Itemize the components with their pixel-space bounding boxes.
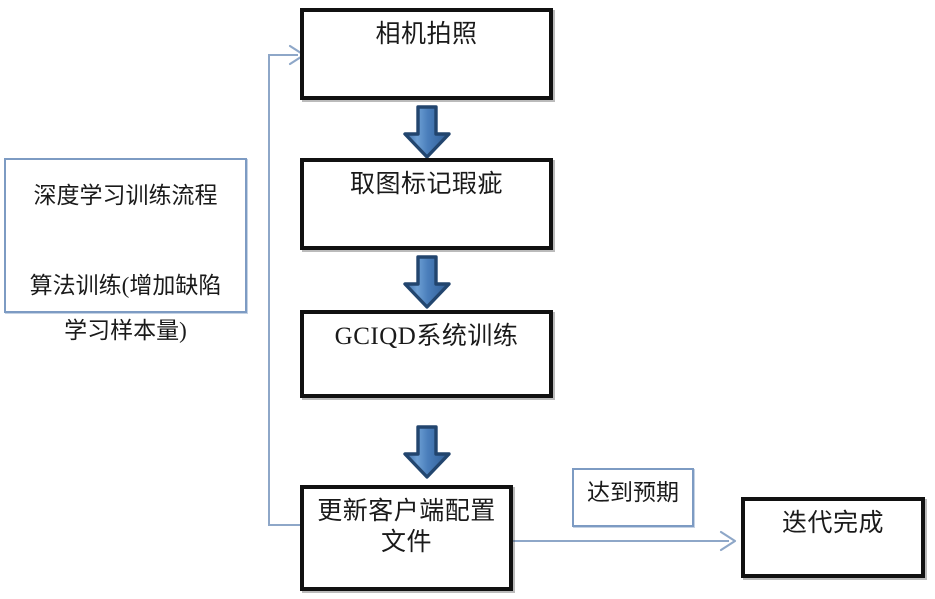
feedback-loop-segment-bottom [268, 524, 304, 526]
process-box-gciqd-training-label: GCIQD系统训练 [334, 323, 519, 350]
process-box-camera-capture-label: 相机拍照 [375, 21, 478, 48]
note-box-expectation-met[interactable]: 达到预期 [572, 468, 694, 527]
feedback-loop-segment-top [268, 54, 298, 56]
note-box-training-flow[interactable]: 深度学习训练流程 算法训练(增加缺陷 学习样本量) [4, 158, 247, 343]
note-box-training-flow-label: 深度学习训练流程 算法训练(增加缺陷 学习样本量) [29, 183, 222, 343]
process-box-camera-capture[interactable]: 相机拍照 [300, 8, 553, 100]
feedback-loop-segment-vertical [268, 55, 270, 526]
process-box-mark-defects-label: 取图标记瑕疵 [349, 171, 503, 198]
block-arrow-down-gciqd-to-update [403, 425, 451, 479]
block-arrow-down-camera-to-mark [403, 105, 451, 159]
block-arrow-down-mark-to-gciqd [403, 255, 451, 309]
note-box-expectation-met-label: 达到预期 [587, 480, 679, 505]
process-box-gciqd-training[interactable]: GCIQD系统训练 [300, 310, 553, 398]
process-box-iteration-complete[interactable]: 迭代完成 [741, 497, 925, 578]
process-box-update-client-config-label: 更新客户端配置 文件 [317, 498, 496, 556]
update-to-complete-line [513, 540, 729, 542]
update-to-complete-arrowhead [719, 530, 737, 552]
process-box-iteration-complete-label: 迭代完成 [781, 510, 884, 537]
process-box-mark-defects[interactable]: 取图标记瑕疵 [300, 158, 553, 250]
process-box-update-client-config[interactable]: 更新客户端配置 文件 [300, 485, 513, 591]
